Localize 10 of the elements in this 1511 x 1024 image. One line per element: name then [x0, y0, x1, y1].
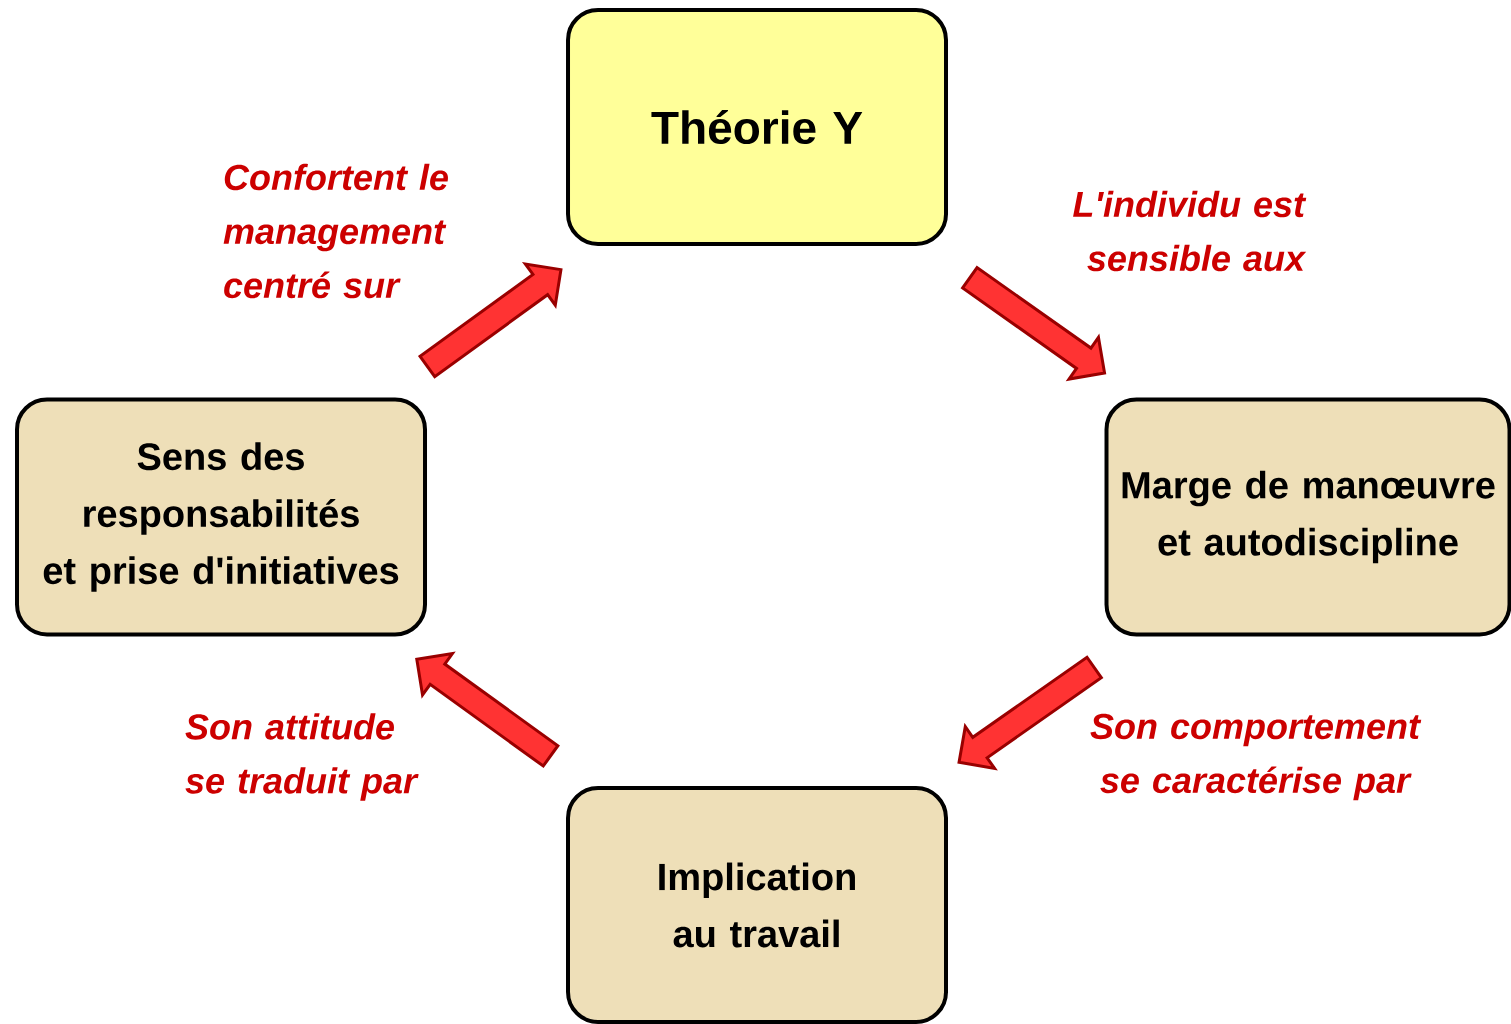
process-box: Sens des responsabilités et prise d'initiatives: [15, 397, 427, 637]
process-box: Théorie Y: [566, 8, 948, 246]
process-box: Implication au travail: [566, 786, 948, 1024]
process-box: Marge de manœuvre et autodiscipline: [1104, 397, 1511, 637]
edge-label: L'individu est sensible aux: [1073, 190, 1307, 272]
edge-label: Confortent le management centré sur: [223, 163, 448, 299]
block-arrow: [957, 655, 1104, 771]
edge-label: Son attitude se traduit par: [185, 713, 419, 801]
block-arrow: [417, 261, 563, 379]
edge-label: Son comportement se caractérise par: [1090, 713, 1422, 801]
